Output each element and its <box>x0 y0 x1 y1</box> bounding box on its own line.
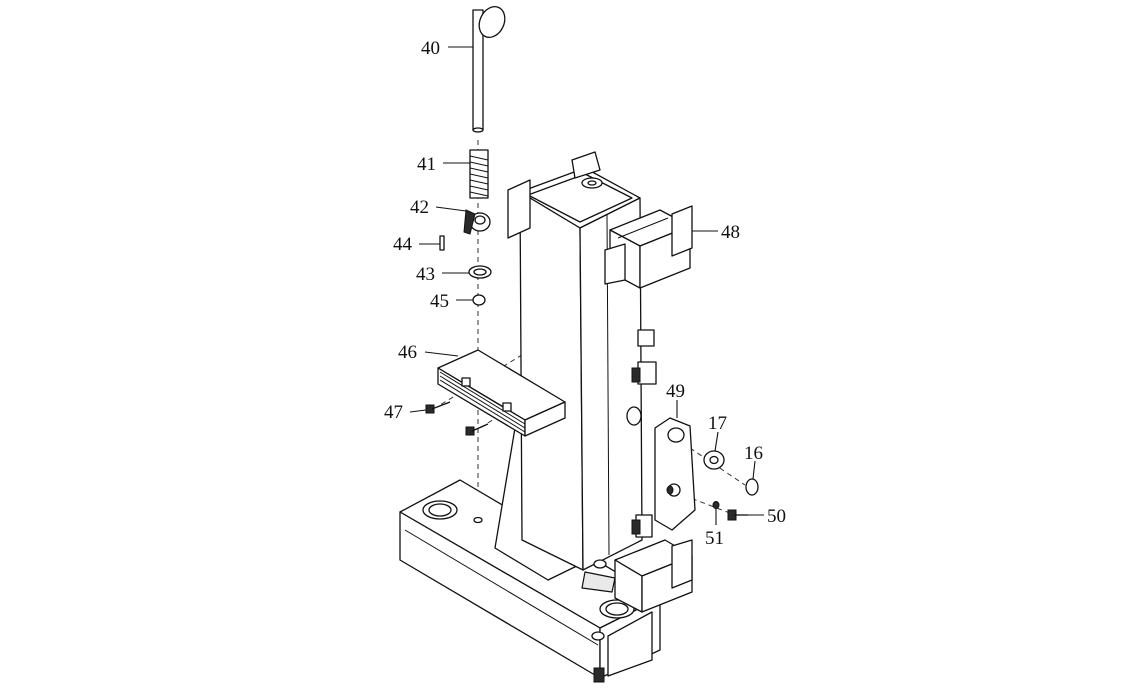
main-column <box>507 151 657 593</box>
label-16: 16 <box>744 443 763 464</box>
nut-51 <box>712 501 720 509</box>
clip-16 <box>745 478 759 496</box>
small-pin-44 <box>439 235 445 251</box>
ring-45 <box>472 294 486 306</box>
label-51: 51 <box>705 528 724 549</box>
label-47: 47 <box>384 402 403 423</box>
label-49: 49 <box>666 381 685 402</box>
label-43: 43 <box>416 264 435 285</box>
label-17: 17 <box>708 413 727 434</box>
handle-46 <box>437 349 566 437</box>
screw-47 <box>425 401 489 436</box>
label-50: 50 <box>767 506 786 527</box>
pin-40 <box>472 5 506 133</box>
label-44: 44 <box>393 234 413 255</box>
label-42: 42 <box>410 197 429 218</box>
washer-17 <box>703 450 725 470</box>
top-bracket-48 <box>604 205 693 289</box>
label-41: 41 <box>417 154 436 175</box>
side-plate-49 <box>654 417 696 531</box>
leader-lines <box>409 46 764 525</box>
label-45: 45 <box>430 291 449 312</box>
label-46: 46 <box>398 342 417 363</box>
lower-bracket <box>614 539 693 613</box>
washer-43 <box>468 265 492 279</box>
spring-41 <box>469 149 489 199</box>
collar-42 <box>463 209 491 235</box>
label-48: 48 <box>721 222 740 243</box>
label-40: 40 <box>421 38 440 59</box>
